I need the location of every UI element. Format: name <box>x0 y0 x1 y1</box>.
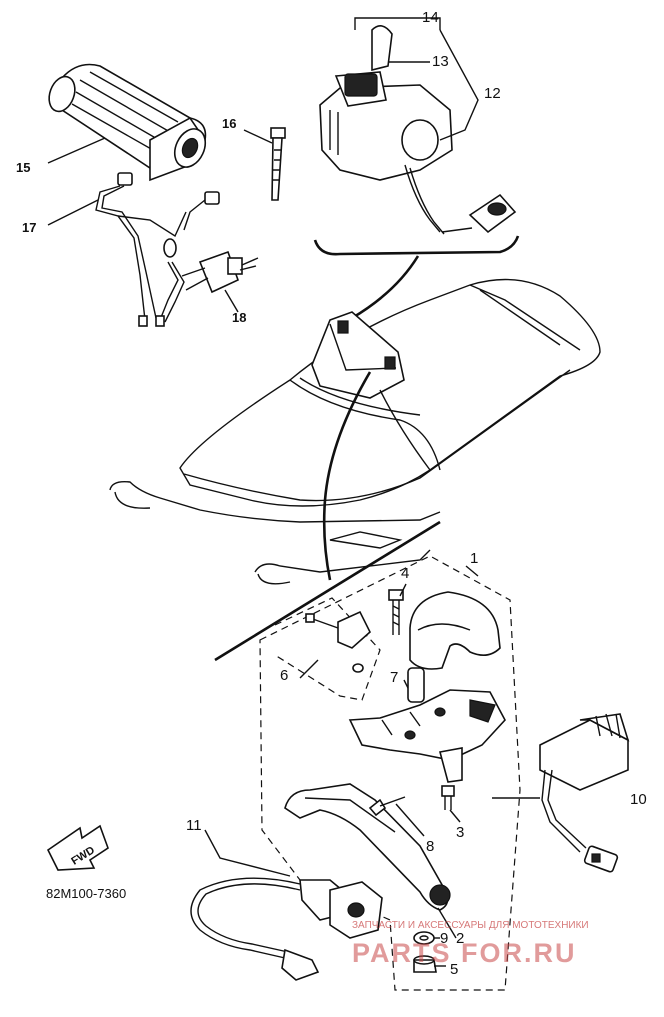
callout-12: 12 <box>484 85 501 102</box>
callout-10: 10 <box>630 791 647 808</box>
leader-4 <box>399 583 407 597</box>
watermark-tagline: ЗАПЧАСТИ И АКСЕССУАРЫ ДЛЯ МОТОТЕХНИКИ <box>352 920 589 931</box>
callout-17: 17 <box>22 220 36 235</box>
spacer-7 <box>407 667 425 703</box>
handlebar-grip <box>48 63 207 182</box>
leader-6 <box>299 659 319 679</box>
leader-16 <box>243 129 273 144</box>
wire-to-body <box>322 371 372 581</box>
wiring-harness <box>95 172 220 327</box>
clamp-cap <box>409 591 501 670</box>
leader-1 <box>465 565 479 577</box>
subassembly-6-outline <box>274 597 381 701</box>
brake-light-switch <box>539 713 630 873</box>
snowmobile-body <box>109 278 601 585</box>
callout-16: 16 <box>222 116 236 131</box>
watermark-brand: PARTS FOR.RU <box>352 938 577 968</box>
toggle-switch <box>181 250 259 294</box>
leader-3 <box>449 809 461 823</box>
section-divider <box>214 520 441 662</box>
callout-14: 14 <box>422 9 439 26</box>
callout-8: 8 <box>426 838 434 855</box>
screw-4 <box>388 589 404 635</box>
leader-15 <box>47 137 106 164</box>
throttle-switch-housing <box>319 25 517 235</box>
washer-9 <box>413 931 435 945</box>
leader-2 <box>437 907 457 939</box>
callout-1: 1 <box>470 550 478 567</box>
callout-pointer-top <box>351 255 420 320</box>
lever-bracket <box>348 689 506 783</box>
cable-tie <box>270 127 286 201</box>
diagram-code: 82M100-7360 <box>46 886 126 901</box>
callout-4: 4 <box>401 565 409 582</box>
leader-7 <box>403 679 409 689</box>
callout-2: 2 <box>456 930 464 947</box>
assembly-outline <box>259 555 521 991</box>
callout-9: 9 <box>440 930 448 947</box>
callout-3: 3 <box>456 824 464 841</box>
callout-5: 5 <box>450 961 458 978</box>
bolt-3 <box>441 785 455 810</box>
leader-12 <box>439 29 479 141</box>
callout-18: 18 <box>232 310 246 325</box>
cable-11 <box>190 877 383 981</box>
nut-5 <box>413 955 437 973</box>
screw-8 <box>368 796 406 817</box>
leader-17 <box>47 199 99 226</box>
callout-15: 15 <box>16 160 30 175</box>
callout-13: 13 <box>432 53 449 70</box>
leader-8 <box>395 803 425 837</box>
callout-11: 11 <box>186 817 202 834</box>
fwd-arrow: FWD <box>46 824 109 871</box>
callout-frame-top <box>313 235 520 256</box>
leader-11 <box>204 829 291 877</box>
bracket-14 <box>354 17 441 30</box>
leader-18 <box>224 289 239 313</box>
callout-6: 6 <box>280 667 288 684</box>
lever-switch <box>305 610 371 673</box>
callout-7: 7 <box>390 669 398 686</box>
